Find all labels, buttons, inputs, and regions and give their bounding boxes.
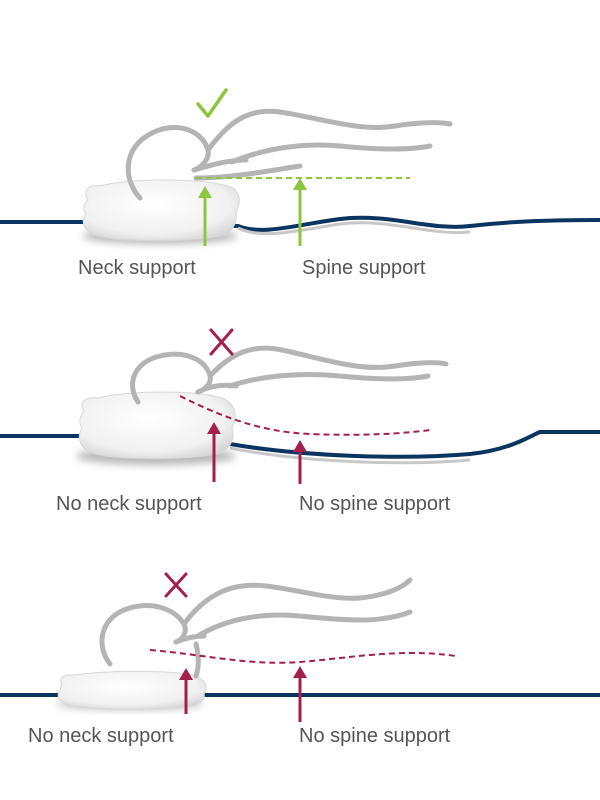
panel-1 [0,88,600,246]
spine-support-label: No spine support [299,725,451,747]
mattress-line [0,215,600,232]
pillow [56,670,207,710]
cross-icon [164,572,188,598]
sleeper-figure [99,577,413,679]
spine-support-label: No spine support [299,493,451,515]
sleeper-figure [125,108,453,201]
neck-support-arrow [198,186,212,246]
pillow [76,391,236,465]
mattress-shadow [229,446,471,465]
spine-support-label: Spine support [302,257,426,279]
spine-support-arrow [293,178,307,246]
cross-icon [209,328,234,356]
spine-alignment-line [149,649,457,664]
sleeper-figure [130,345,449,405]
spine-support-arrow [293,440,307,484]
mattress-shadow [237,221,471,236]
neck-support-label: No neck support [56,493,202,515]
pillow [82,179,240,244]
neck-support-label: Neck support [78,257,196,279]
check-icon [196,88,228,118]
mattress-line [0,430,600,459]
spine-support-arrow [293,666,307,722]
neck-support-arrow [207,422,221,482]
panel-3 [0,572,600,722]
panel-2 [0,328,600,484]
spine-alignment-line [179,395,431,436]
neck-support-label: No neck support [28,725,174,747]
neck-support-arrow [179,668,193,714]
